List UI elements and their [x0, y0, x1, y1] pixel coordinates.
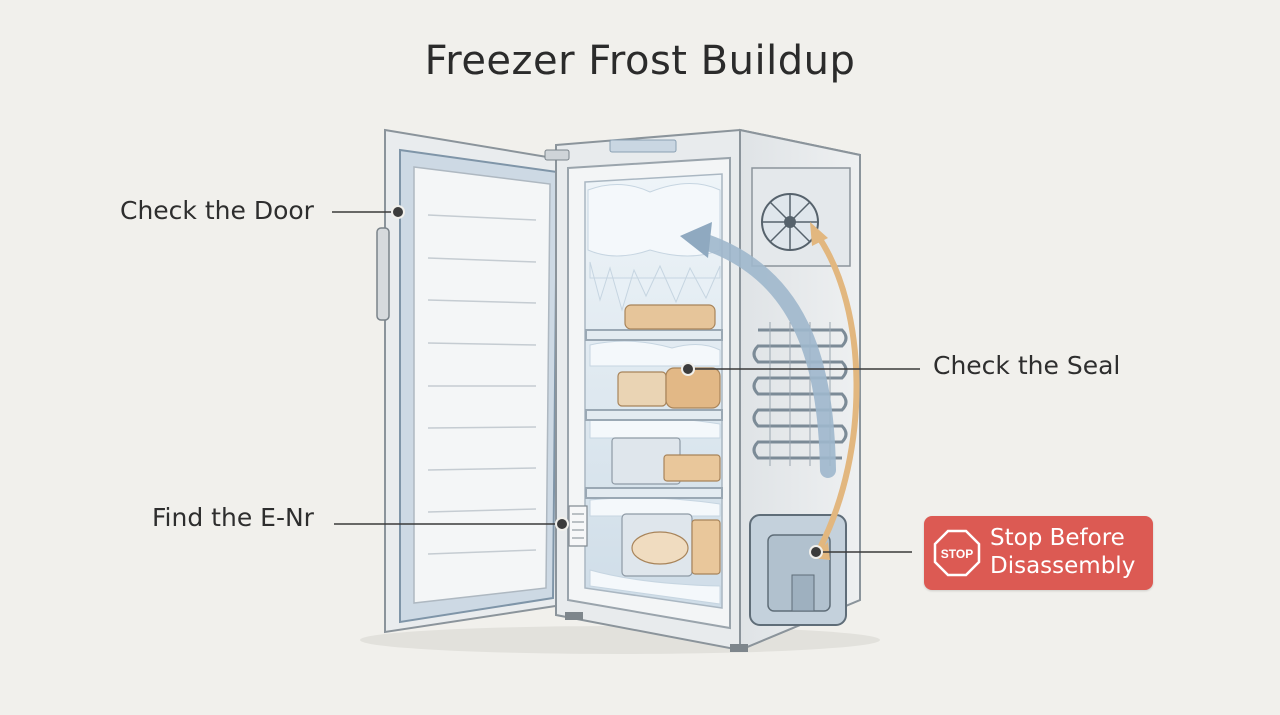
- stop-sign-text: STOP: [941, 547, 973, 561]
- callout-check-seal: Check the Seal: [933, 351, 1121, 380]
- frozen-food: [611, 304, 721, 577]
- callout-leaders: [332, 205, 920, 559]
- floor-shadow: [360, 626, 880, 654]
- stop-warning-text: Stop Before Disassembly: [990, 524, 1150, 580]
- condenser-coil: [752, 328, 848, 460]
- stop-warning-badge: STOP Stop Before Disassembly: [924, 516, 1153, 590]
- warm-airflow-arrow-icon: [815, 233, 860, 551]
- callout-find-enr: Find the E-Nr: [152, 503, 314, 532]
- fan-icon: [761, 193, 819, 251]
- freezer-door: [376, 128, 567, 634]
- stop-sign-icon: STOP: [933, 529, 981, 577]
- compressor: [749, 514, 847, 626]
- enr-rating-label: [568, 505, 588, 547]
- cold-airflow-arrowhead: [680, 222, 712, 258]
- cold-airflow-arrow-icon: [692, 232, 836, 478]
- stop-warning-line2: Disassembly: [990, 553, 1136, 579]
- stop-warning-line1: Stop Before: [990, 525, 1125, 551]
- callout-check-door: Check the Door: [120, 196, 314, 225]
- door-handle: [376, 227, 390, 321]
- diagram-title: Freezer Frost Buildup: [424, 38, 856, 84]
